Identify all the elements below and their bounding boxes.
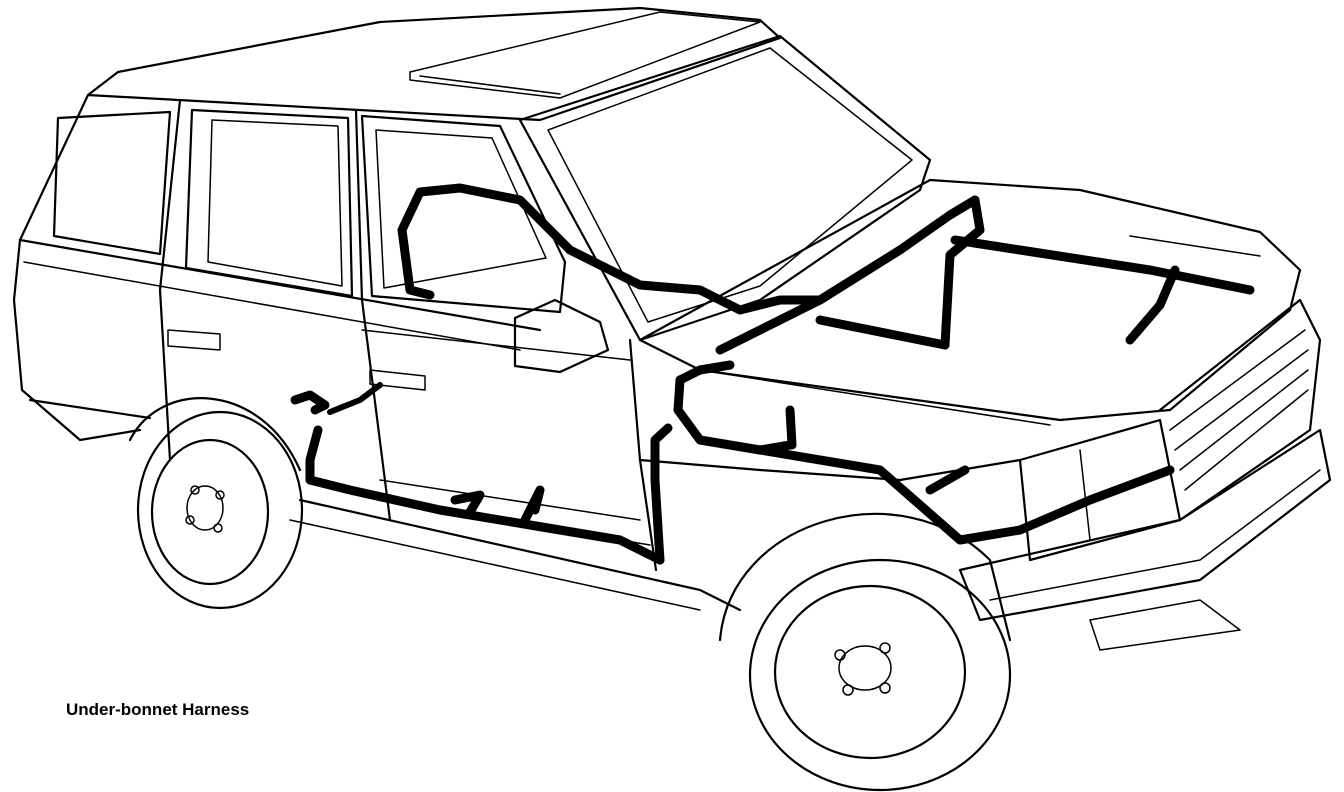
diagram-caption: Under-bonnet Harness — [66, 700, 250, 719]
rear-wheel — [136, 410, 304, 610]
front-wheel — [748, 558, 1012, 792]
vehicle-body-outline — [12, 6, 1332, 651]
wiring-harness — [290, 183, 1255, 565]
